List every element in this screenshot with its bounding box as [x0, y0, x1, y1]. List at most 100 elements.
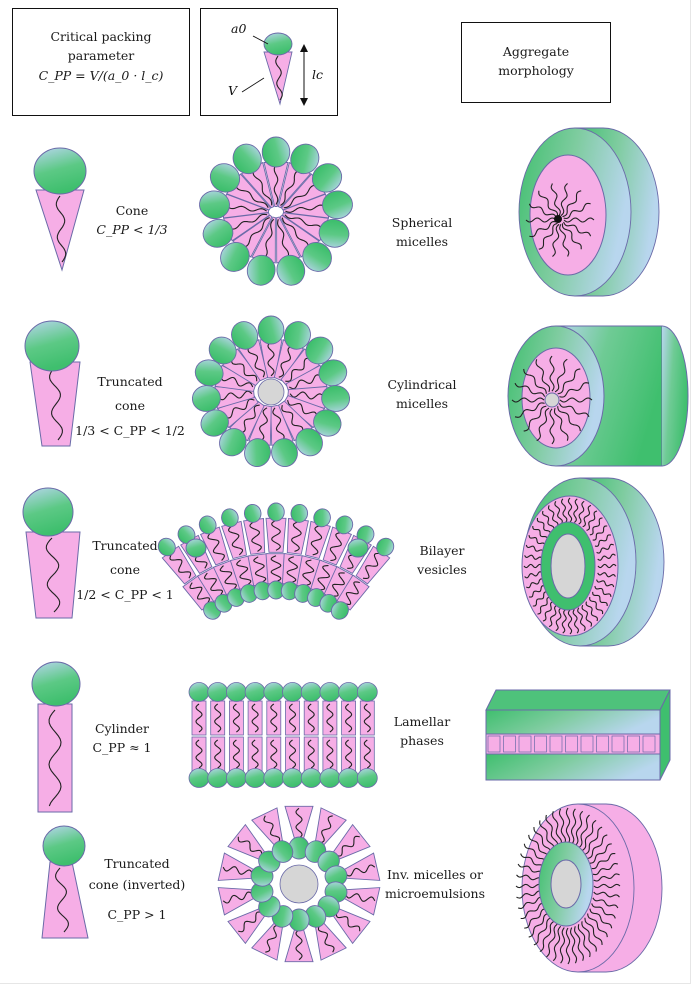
- inverted-chain: [552, 925, 562, 962]
- upper-head: [338, 682, 360, 702]
- tail-chain: [286, 556, 298, 584]
- row1-shape-name: Cone: [115, 203, 149, 218]
- tail-chain: [281, 404, 304, 433]
- lamellar-molecule-pair: [282, 682, 303, 788]
- head-group: [231, 321, 259, 350]
- inverted-core: [550, 859, 582, 909]
- a0-pointer: [252, 35, 269, 45]
- vesicle-outer-molecule: [198, 515, 230, 566]
- tail-chain: [281, 217, 310, 248]
- row1-shape-label: Cone C_PP < 1/3: [82, 201, 182, 240]
- lamellar-tail-cell: [487, 735, 501, 753]
- head-group: [194, 359, 224, 387]
- lamellar-molecule-pair: [338, 682, 360, 788]
- lc-arrowhead-top: [300, 44, 308, 52]
- tail-chain: [317, 924, 335, 953]
- tail-chain: [234, 184, 269, 208]
- row1-cpp-range: C_PP < 1/3: [96, 222, 168, 238]
- inverted-micelle-molecule: [324, 852, 381, 887]
- tail-chain: [247, 345, 265, 378]
- upper-head: [244, 682, 266, 702]
- inverted-chain: [520, 853, 545, 869]
- lower-head: [207, 768, 229, 788]
- tail-chain: [345, 864, 376, 877]
- tail-chain: [239, 404, 260, 434]
- spherical-micelle-molecule: [282, 190, 353, 220]
- morphology-header-line2: morphology: [498, 63, 574, 79]
- vesicle-inner-molecule: [247, 553, 272, 601]
- head-group: [209, 163, 241, 193]
- tail-chain: [285, 357, 311, 382]
- vesicle-outer-molecule: [322, 515, 354, 566]
- tail-chain: [226, 205, 267, 212]
- lower-head: [282, 768, 303, 788]
- vesicle-chain: [547, 505, 559, 527]
- inverted-chain: [570, 927, 578, 964]
- tail-chain: [335, 912, 361, 932]
- inverted-chain: [546, 923, 558, 958]
- tail-body: [217, 852, 256, 881]
- lower-chain: [363, 739, 371, 769]
- tail-chain: [219, 565, 237, 591]
- lamellar-upper-layer: [485, 709, 661, 735]
- lower-head: [356, 768, 378, 788]
- tail-chain: [362, 552, 381, 579]
- head-group: [246, 254, 276, 286]
- inverted-chain: [574, 810, 584, 847]
- inverted-chain: [584, 917, 603, 945]
- tail-chain: [263, 815, 281, 844]
- inverted-chain: [591, 852, 616, 870]
- vesicle-edge-head: [185, 538, 207, 558]
- inverted-chain: [516, 874, 543, 881]
- vesicle-chain: [572, 609, 579, 634]
- tail-chain: [222, 866, 253, 875]
- truncated-chain: [45, 537, 61, 613]
- head-group: [244, 438, 271, 468]
- vesicle-chain: [597, 572, 616, 578]
- vesicle-inner-molecule: [307, 559, 340, 607]
- vesicle-chain: [585, 601, 598, 622]
- truncated-head: [24, 320, 80, 372]
- cylinder-core-chain: [514, 382, 546, 397]
- tail-chain: [217, 390, 253, 401]
- cylindrical-micelle-molecule: [285, 359, 348, 392]
- head-group: [243, 503, 262, 523]
- vesicle-chain: [525, 544, 544, 553]
- tail-chain: [285, 204, 326, 213]
- morphology-header-box: [461, 22, 611, 103]
- tail-chain: [229, 213, 268, 230]
- head-group: [318, 359, 348, 387]
- head-group: [290, 503, 309, 523]
- row1-cone-molecule: [33, 147, 87, 272]
- row2-shape-label: Truncated cone 1/3 < C_PP < 1/2: [68, 370, 192, 443]
- inverted-micelle-molecule: [284, 805, 314, 860]
- lamellar-lower-layer: [485, 753, 661, 781]
- inverted-chain: [581, 921, 597, 952]
- cylinder-core-chain: [523, 405, 547, 432]
- tail-chain: [280, 169, 300, 206]
- row3-shape-name2: cone: [110, 562, 140, 578]
- cylindrical-micelle-molecule: [280, 336, 334, 387]
- upper-head: [300, 682, 322, 702]
- cpp-definition-text: Critical packing parameter C_PP = V/(a_0…: [12, 27, 190, 85]
- tail-chain: [228, 525, 244, 556]
- tail-chain: [345, 893, 376, 902]
- head-group: [305, 336, 334, 365]
- lower-chain: [232, 739, 240, 769]
- lower-head: [263, 768, 285, 788]
- cone-head: [33, 147, 87, 195]
- vesicle-edge-head: [347, 538, 369, 558]
- head-group: [220, 241, 250, 272]
- inverted-micelle-3d: [515, 803, 663, 973]
- inverted-core: [279, 864, 319, 904]
- cylindrical-micelle-molecule: [191, 385, 255, 412]
- cylinder-core-chain: [557, 368, 581, 395]
- row3-shape-label: Truncated cone 1/2 < C_PP < 1: [60, 534, 190, 607]
- cylinder-core-chain: [553, 407, 569, 441]
- bilayer-vesicle-3d: [521, 477, 665, 647]
- vesicle-chain: [561, 498, 568, 523]
- row4-morph-line2: phases: [400, 733, 444, 749]
- spherical-core-chain: [525, 217, 557, 223]
- lamellar-side: [659, 689, 671, 781]
- spherical-core-chain: [561, 223, 582, 250]
